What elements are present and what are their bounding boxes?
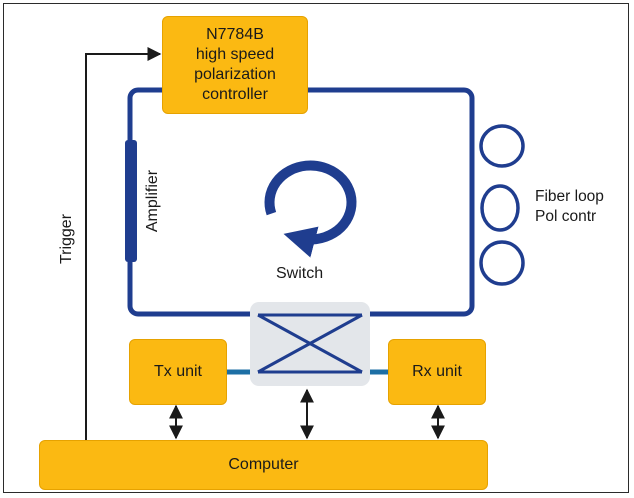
fiber-loop-coil bbox=[479, 124, 525, 168]
fiber-loop-coil bbox=[479, 240, 525, 286]
trigger-line bbox=[85, 47, 162, 440]
amplifier-bar bbox=[125, 140, 137, 262]
switch-cross-lines bbox=[257, 313, 363, 374]
fiber-loop-coils bbox=[479, 124, 525, 286]
computer-box: Computer bbox=[39, 440, 488, 490]
trigger-label: Trigger bbox=[58, 213, 75, 265]
fiber-loop-label: Fiber loop Pol contr bbox=[535, 187, 604, 227]
diagram-frame bbox=[3, 3, 629, 493]
rx-unit-label: Rx unit bbox=[412, 363, 462, 380]
rx-unit-box: Rx unit bbox=[388, 339, 486, 405]
switch-label: Switch bbox=[276, 265, 324, 282]
controller-line: controller bbox=[202, 86, 268, 103]
controller-line: N7784B bbox=[206, 26, 264, 43]
fiber-loop-line: Pol contr bbox=[535, 208, 597, 225]
tx-unit-box: Tx unit bbox=[129, 339, 227, 405]
computer-label: Computer bbox=[228, 456, 299, 473]
fiber-loop-line: Fiber loop bbox=[535, 188, 604, 205]
fiber-loop-coil bbox=[480, 184, 520, 232]
tx-unit-label: Tx unit bbox=[153, 363, 202, 380]
controller-line: high speed bbox=[195, 46, 275, 63]
amplifier-label: Amplifier bbox=[144, 169, 161, 233]
controller-line: polarization bbox=[194, 66, 276, 83]
polarization-controller-box: N7784B high speed polarization controlle… bbox=[162, 16, 308, 114]
switch-rotation-arrow bbox=[264, 160, 357, 258]
